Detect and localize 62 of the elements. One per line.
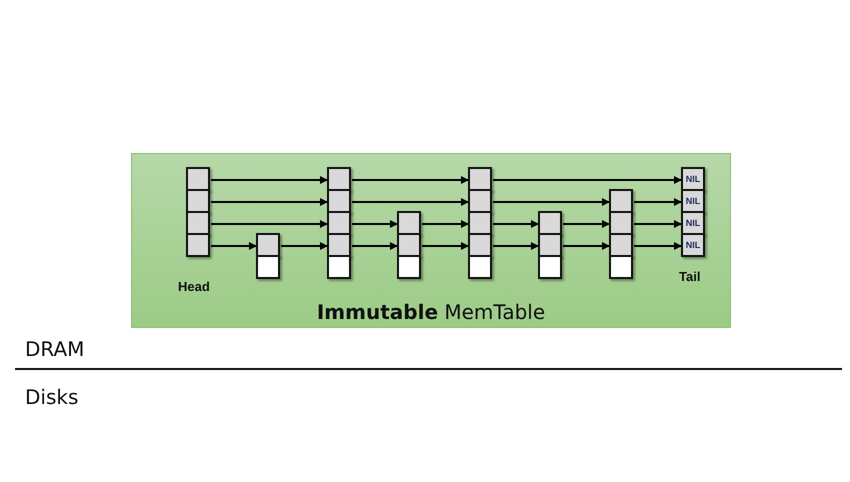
tower-label: Head (178, 279, 210, 294)
data-cell (397, 255, 421, 279)
arrow (211, 242, 257, 250)
data-cell (538, 255, 562, 279)
arrow (211, 198, 328, 206)
node-tower (397, 211, 421, 279)
arrow (563, 242, 610, 250)
nil-cell: NIL (681, 189, 705, 213)
data-cell (327, 255, 351, 279)
arrow (493, 220, 539, 228)
pointer-cell (609, 233, 633, 257)
pointer-cell (468, 211, 492, 235)
pointer-cell (186, 189, 210, 213)
pointer-cell (468, 189, 492, 213)
pointer-cell (609, 211, 633, 235)
node-tower (256, 233, 280, 279)
pointer-cell (186, 233, 210, 257)
memory-tier-label: Disks (25, 385, 78, 409)
nil-cell: NIL (681, 211, 705, 235)
nil-cell: NIL (681, 233, 705, 257)
arrow (563, 220, 610, 228)
arrow (493, 198, 610, 206)
pointer-cell (327, 189, 351, 213)
pointer-cell (609, 189, 633, 213)
pointer-cell (538, 211, 562, 235)
node-tower (609, 189, 633, 279)
arrow (352, 176, 469, 184)
arrow (352, 242, 398, 250)
node-tower (327, 167, 351, 279)
pointer-cell (397, 211, 421, 235)
pointer-cell (468, 167, 492, 191)
node-tower (538, 211, 562, 279)
memory-tier-label: DRAM (25, 337, 84, 361)
pointer-cell (538, 233, 562, 257)
arrow (352, 198, 469, 206)
panel-title: Immutable MemTable (316, 300, 546, 324)
tower-label: Tail (679, 269, 700, 284)
pointer-cell (397, 233, 421, 257)
arrow (211, 220, 328, 228)
arrow (422, 220, 469, 228)
pointer-cell (256, 233, 280, 257)
pointer-cell (327, 233, 351, 257)
arrow (634, 242, 682, 250)
data-cell (256, 255, 280, 279)
arrow (422, 242, 469, 250)
arrow (281, 242, 328, 250)
arrow (352, 220, 398, 228)
arrow (634, 198, 682, 206)
arrow (211, 176, 328, 184)
pointer-cell (327, 211, 351, 235)
panel-background (131, 153, 731, 328)
node-tower (468, 167, 492, 279)
arrow (634, 220, 682, 228)
pointer-cell (186, 167, 210, 191)
pointer-cell (186, 211, 210, 235)
pointer-cell (468, 233, 492, 257)
pointer-cell (327, 167, 351, 191)
nil-cell: NIL (681, 167, 705, 191)
data-cell (609, 255, 633, 279)
arrow (493, 176, 682, 184)
data-cell (468, 255, 492, 279)
arrow (493, 242, 539, 250)
